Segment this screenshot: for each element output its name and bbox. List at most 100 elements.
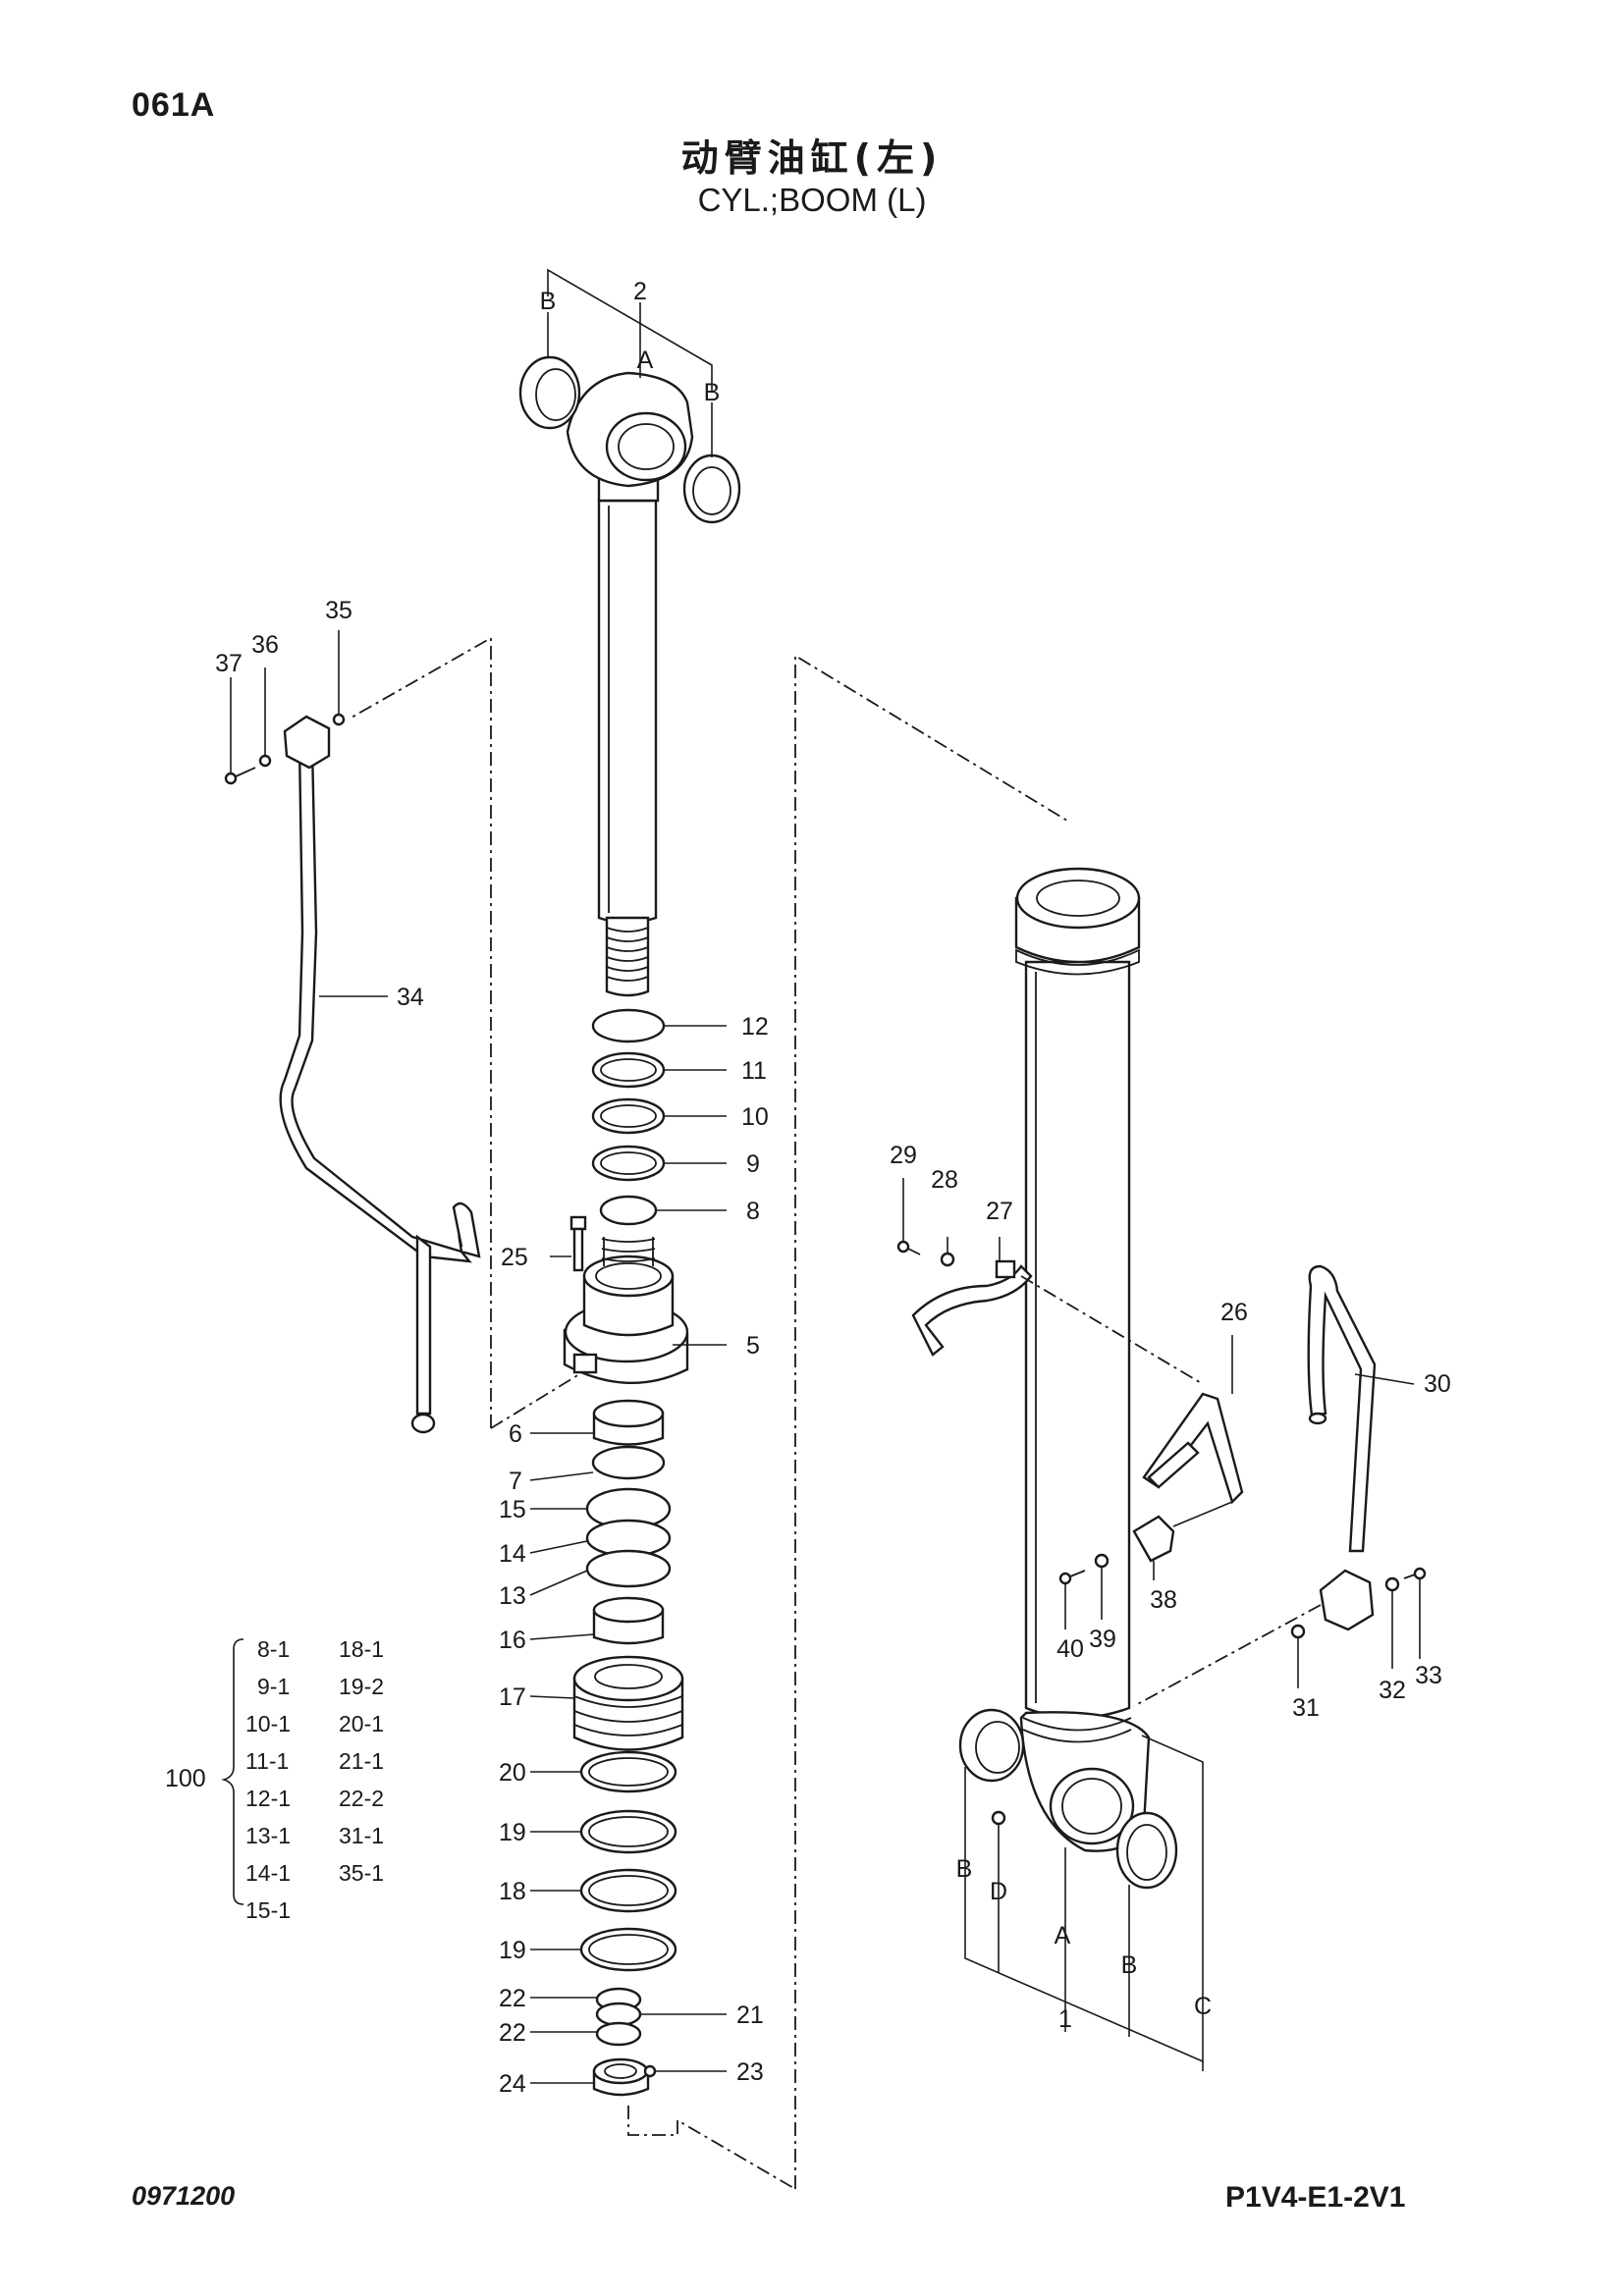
kit-item: 20-1: [339, 1711, 384, 1736]
callout-letter-b-bottom-right: B: [1121, 1951, 1138, 1979]
callout-18: 18: [499, 1878, 526, 1905]
kit-item: 31-1: [339, 1823, 384, 1848]
grease-fitting-d[interactable]: [991, 1810, 1006, 1826]
bracket-26[interactable]: [1142, 1392, 1244, 1505]
callout-34: 34: [397, 984, 424, 1011]
kit-item: 22-2: [339, 1786, 384, 1811]
callout-13: 13: [499, 1582, 526, 1610]
callout-12: 12: [741, 1013, 769, 1041]
clamp-27[interactable]: [911, 1259, 1033, 1357]
callout-37: 37: [215, 650, 243, 677]
callout-8: 8: [746, 1198, 760, 1225]
callout-27: 27: [986, 1198, 1013, 1225]
washer-39[interactable]: [1094, 1553, 1110, 1569]
kit-list-100: 100 8-1 18-1 9-1 19-2 10-1 20-1 11-1 21-…: [165, 1636, 384, 1923]
callout-21: 21: [736, 2002, 764, 2029]
callout-9: 9: [746, 1150, 760, 1178]
callout-36: 36: [251, 631, 279, 659]
callout-11: 11: [741, 1057, 767, 1085]
callout-28: 28: [931, 1166, 958, 1194]
seal-11[interactable]: [591, 1051, 666, 1089]
oring-31[interactable]: [1290, 1624, 1306, 1639]
callout-33: 33: [1415, 1662, 1442, 1689]
callout-19-b: 19: [499, 1937, 526, 1964]
callout-5: 5: [746, 1332, 760, 1360]
seal-10[interactable]: [591, 1097, 666, 1135]
kit-item: 15-1: [245, 1897, 291, 1923]
ring-6[interactable]: [592, 1399, 665, 1446]
footer-left-code: 0971200: [132, 2181, 236, 2211]
callout-letter-b-top-right: B: [704, 379, 721, 406]
bushing-16[interactable]: [592, 1596, 665, 1645]
ring-21[interactable]: [595, 2002, 642, 2027]
callout-14: 14: [499, 1540, 526, 1568]
kit-item: 11-1: [245, 1748, 289, 1774]
callout-letter-d: D: [990, 1878, 1007, 1905]
ring-22-b[interactable]: [595, 2021, 642, 2047]
callout-17: 17: [499, 1683, 526, 1711]
cylinder-tube[interactable]: [1014, 867, 1151, 1852]
seal-12[interactable]: [591, 1008, 666, 1043]
piston-17[interactable]: [572, 1655, 684, 1751]
callout-6: 6: [509, 1420, 522, 1448]
pipe-30[interactable]: [1307, 1264, 1377, 1553]
callout-7: 7: [509, 1468, 522, 1495]
callout-40: 40: [1056, 1635, 1084, 1663]
callout-16: 16: [499, 1627, 526, 1654]
callout-30: 30: [1424, 1370, 1451, 1398]
oring-35[interactable]: [332, 713, 346, 726]
callout-letter-b-bottom-left: B: [956, 1855, 973, 1883]
callout-letter-b-top-left: B: [540, 288, 557, 315]
block-38[interactable]: [1132, 1515, 1175, 1563]
seal-8[interactable]: [599, 1195, 658, 1226]
washer-28[interactable]: [940, 1252, 955, 1267]
seal-13[interactable]: [585, 1549, 672, 1588]
callout-31: 31: [1292, 1694, 1320, 1722]
piston-rod-assembly[interactable]: [566, 371, 694, 997]
washer-32[interactable]: [1384, 1576, 1400, 1592]
flange-block-right[interactable]: [1319, 1569, 1375, 1631]
callout-25: 25: [501, 1244, 528, 1271]
ring-7[interactable]: [591, 1445, 666, 1480]
ring-19-b[interactable]: [579, 1927, 677, 1972]
cylinder-head[interactable]: [563, 1237, 689, 1384]
flange-block-left[interactable]: [283, 715, 331, 770]
rod-eye-bushing-left[interactable]: [518, 355, 581, 430]
kit-item: 10-1: [245, 1711, 291, 1736]
kit-item: 9-1: [257, 1674, 290, 1699]
callout-22-b: 22: [499, 2019, 526, 2047]
callout-20: 20: [499, 1759, 526, 1787]
bolt-29[interactable]: [896, 1240, 921, 1255]
callout-19-a: 19: [499, 1819, 526, 1846]
ring-18[interactable]: [579, 1868, 677, 1913]
callout-24: 24: [499, 2070, 526, 2098]
callout-10: 10: [741, 1103, 769, 1131]
tube-bushing-right[interactable]: [1115, 1811, 1178, 1890]
setscrew-23[interactable]: [643, 2064, 657, 2078]
callout-26: 26: [1220, 1299, 1248, 1326]
title-chinese: 动臂油缸(左): [680, 136, 944, 180]
kit-item: 19-2: [339, 1674, 384, 1699]
drawing-code: 061A: [132, 86, 216, 124]
washer-36[interactable]: [258, 754, 272, 768]
ring-20[interactable]: [579, 1750, 677, 1793]
ring-19-a[interactable]: [579, 1809, 677, 1854]
kit-item: 12-1: [245, 1786, 291, 1811]
bolt-40[interactable]: [1058, 1570, 1086, 1585]
callout-35: 35: [325, 597, 352, 624]
callout-letter-a-top: A: [637, 347, 654, 374]
callout-22-a: 22: [499, 1985, 526, 2012]
callout-1: 1: [1058, 2005, 1072, 2033]
callout-39: 39: [1089, 1626, 1116, 1653]
pipe-34[interactable]: [279, 744, 481, 1434]
seal-9[interactable]: [591, 1145, 666, 1182]
callout-letter-a-bottom: A: [1055, 1922, 1071, 1949]
bolt-25[interactable]: [569, 1215, 587, 1272]
kit-item: 13-1: [245, 1823, 291, 1848]
tube-bushing-left[interactable]: [958, 1708, 1025, 1783]
nut-24[interactable]: [592, 2057, 650, 2097]
kit-item: 14-1: [245, 1860, 291, 1886]
rod-eye-bushing-right[interactable]: [682, 454, 741, 524]
bolt-33[interactable]: [1403, 1567, 1427, 1580]
